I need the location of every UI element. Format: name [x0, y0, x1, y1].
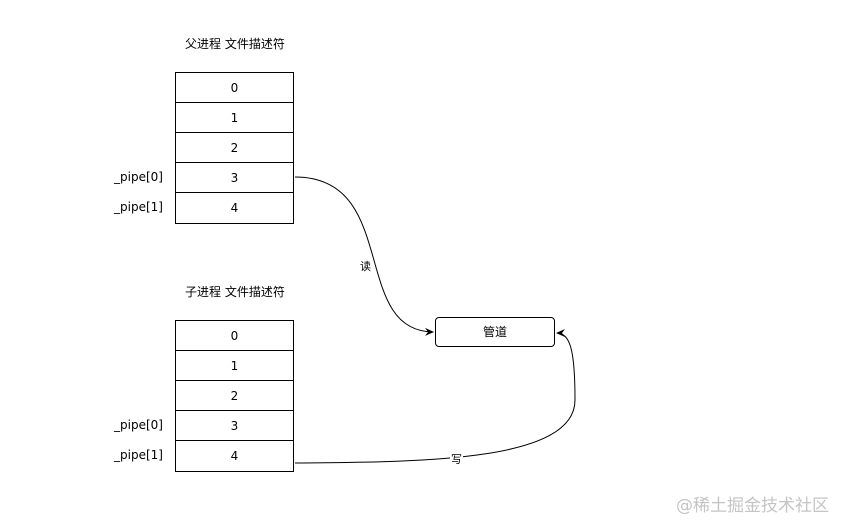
read-edge: [294, 176, 434, 336]
parent-fd-row-3: 3: [176, 163, 293, 193]
write-edge: [294, 329, 576, 464]
child-pipe0-label: _pipe[0]: [114, 418, 163, 432]
parent-fd-row-2: 2: [176, 133, 293, 163]
parent-pipe0-label: _pipe[0]: [114, 170, 163, 184]
write-edge-label: 写: [450, 451, 463, 467]
pipe-node: 管道: [435, 317, 555, 347]
parent-fd-row-1: 1: [176, 103, 293, 133]
child-pipe1-label: _pipe[1]: [114, 448, 163, 462]
child-title: 子进程 文件描述符: [185, 285, 285, 299]
parent-fd-table: 0 1 2 3 4: [175, 72, 294, 224]
parent-pipe1-label: _pipe[1]: [114, 200, 163, 214]
watermark: @稀土掘金技术社区: [676, 496, 829, 516]
parent-fd-row-0: 0: [176, 73, 293, 103]
child-fd-table: 0 1 2 3 4: [175, 320, 294, 472]
child-fd-row-2: 2: [176, 381, 293, 411]
parent-fd-row-4: 4: [230, 201, 239, 215]
child-fd-row-1: 1: [176, 351, 293, 381]
child-fd-row-3: 3: [176, 411, 293, 441]
read-edge-label: 读: [359, 258, 372, 274]
child-fd-row-0: 0: [176, 321, 293, 351]
parent-title: 父进程 文件描述符: [185, 37, 285, 51]
child-fd-row-4: 4: [230, 449, 239, 463]
